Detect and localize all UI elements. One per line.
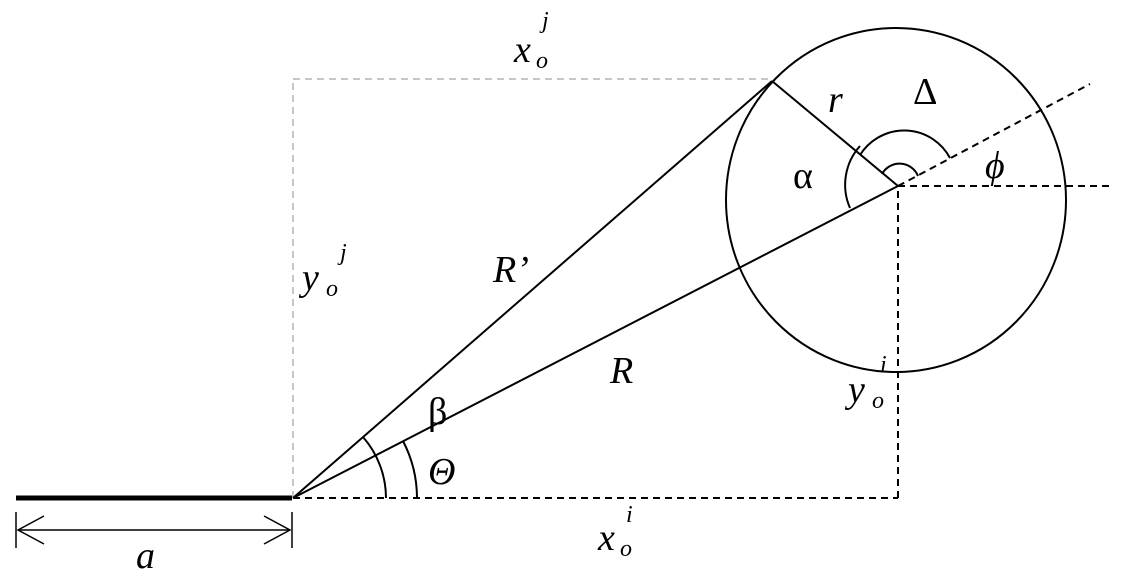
label-x-o-j: x xyxy=(513,29,531,71)
arc-alpha xyxy=(844,145,861,209)
label-beta: β xyxy=(428,391,447,433)
arc-delta xyxy=(859,129,951,159)
x-o-i-base: x xyxy=(597,517,615,559)
line-r xyxy=(771,80,899,187)
label-a: a xyxy=(136,535,155,577)
label-delta: Δ xyxy=(913,71,937,113)
arrowhead-left xyxy=(16,515,45,545)
x-o-j-sub: o xyxy=(536,48,548,74)
x-o-i-sub: o xyxy=(620,536,632,562)
arc-theta xyxy=(402,440,418,499)
label-y-o-j: y xyxy=(298,257,319,299)
line-R xyxy=(292,185,899,499)
label-x-o-i: x xyxy=(597,517,615,559)
y-o-j-base: y xyxy=(298,257,319,299)
y-o-i-sub: o xyxy=(872,388,884,414)
label-y-o-i: y xyxy=(844,369,865,411)
line-R-prime xyxy=(292,80,773,499)
y-o-j-sup: j xyxy=(337,240,347,266)
arc-beta xyxy=(362,436,387,499)
x-o-j-sup: j xyxy=(539,8,549,34)
arrowhead-right xyxy=(263,515,292,545)
ref-line-phi-direction xyxy=(897,83,1091,187)
label-alpha: α xyxy=(793,155,813,197)
x-o-i-sup: i xyxy=(626,502,633,528)
y-o-j-sub: o xyxy=(326,276,338,302)
y-o-i-base: y xyxy=(844,369,865,411)
x-o-j-base: x xyxy=(513,29,531,71)
y-o-i-sup: i xyxy=(880,352,887,378)
label-R: R xyxy=(609,350,633,392)
label-theta: Θ xyxy=(428,451,455,493)
circle xyxy=(725,27,1067,373)
arc-phi xyxy=(881,162,919,177)
label-phi: ϕ xyxy=(985,145,1005,187)
label-R-prime: R’ xyxy=(492,249,529,291)
label-r: r xyxy=(828,79,843,121)
